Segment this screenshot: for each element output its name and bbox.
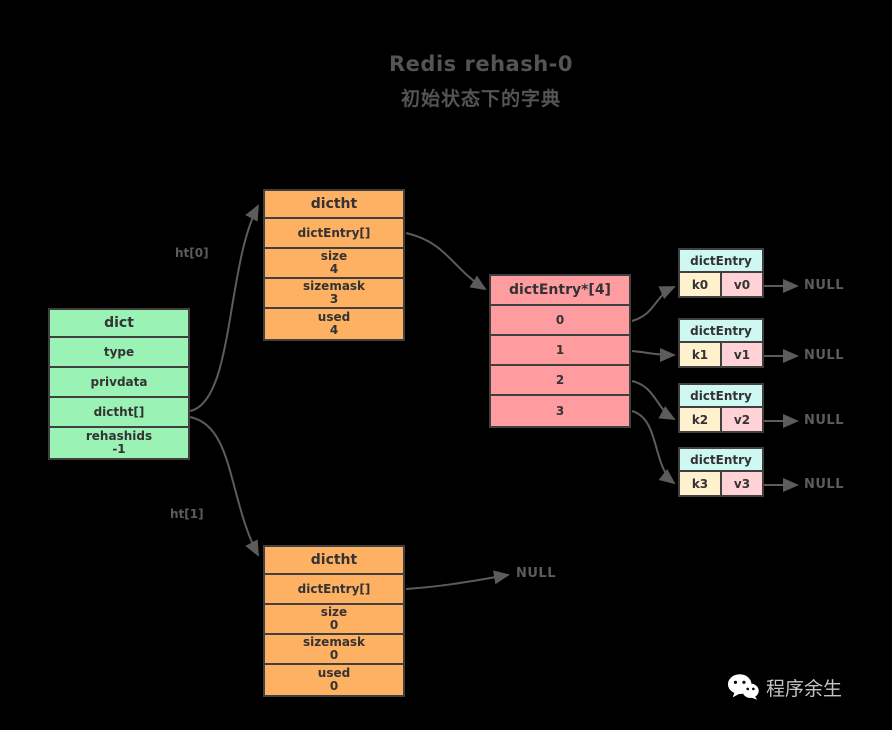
ht0-row-used: used 4 [265,309,403,339]
arrow-dictentry-array [405,232,487,291]
bottom-edge [0,730,892,732]
ht1-row-used-label: used [317,666,351,680]
dictentry-node-3-value: v3 [721,472,764,497]
array-slot-1-label: 1 [555,342,565,357]
ht0-row-used-value: 4 [329,323,339,337]
ht0-row-sizemask: sizemask 3 [265,279,403,309]
array-slot-3-label: 3 [555,403,565,418]
dictentry-array-title: dictEntry*[4] [509,282,611,298]
dictentry-array-node: dictEntry*[4] 0 1 2 3 [489,274,631,428]
arrow-ht1 [189,416,259,557]
dict-row-type: type [50,338,188,368]
array-slot-2-label: 2 [555,372,565,387]
dictentry-node-0-kv: k0 v0 [678,273,764,298]
array-slot-0: 0 [491,306,629,336]
ht0-edge-label: ht[0] [175,246,209,260]
ht1-row-size: size 0 [265,605,403,635]
array-slot-2: 2 [491,366,629,396]
dictentry-node-2-key: k2 [678,408,721,433]
dictentry-node-2: dictEntry k2 v2 [678,383,764,433]
dictentry-node-3-header: dictEntry [678,447,764,472]
null-label-2: NULL [804,413,845,428]
ht0-row-size-value: 4 [329,262,339,276]
dict-row-rehashids: rehashids -1 [50,428,188,458]
dict-row-type-label: type [103,344,135,359]
title-line-2: 初始状态下的字典 [400,88,561,110]
ht0-row-dictentry-label: dictEntry[] [297,225,371,240]
array-slot-3: 3 [491,396,629,426]
dictentry-node-0: dictEntry k0 v0 [678,248,764,298]
arrow-ht1-null [405,570,510,590]
array-slot-0-label: 0 [555,312,565,327]
ht1-row-dictentry-label: dictEntry[] [297,581,371,596]
dictentry-node-3-key: k3 [678,472,721,497]
dict-row-dictht-label: dictht[] [93,404,145,419]
ht0-row-size: size 4 [265,249,403,279]
dictentry-node-2-header: dictEntry [678,383,764,408]
arrow-slot2 [631,380,676,420]
dictentry-node-0-header: dictEntry [678,248,764,273]
null-label-1: NULL [804,348,845,363]
ht1-row-used-value: 0 [329,679,339,693]
arrow-slot1 [631,347,676,362]
dictentry-node-1: dictEntry k1 v1 [678,318,764,368]
dictentry-node-0-key: k0 [678,273,721,298]
dictentry-node-3: dictEntry k3 v3 [678,447,764,497]
dictentry-node-0-value: v0 [721,273,764,298]
ht1-row-size-value: 0 [329,618,339,632]
dictentry-node-1-value: v1 [721,343,764,368]
dict-node: dict type privdata dictht[] rehashids -1 [48,308,190,460]
ht0-row-sizemask-value: 3 [329,292,339,306]
diagram-title: Redis rehash-0 初始状态下的字典 [0,52,892,111]
dictentry-node-2-kv: k2 v2 [678,408,764,433]
dict-row-privdata-label: privdata [90,374,148,389]
dictentry-node-1-key: k1 [678,343,721,368]
wechat-icon [727,674,759,700]
ht1-row-sizemask-value: 0 [329,648,339,662]
ht0-row-size-label: size [320,249,348,263]
null-label-3: NULL [804,477,845,492]
dict-row-privdata: privdata [50,368,188,398]
ht1-row-used: used 0 [265,665,403,695]
ht1-row-dictentry: dictEntry[] [265,575,403,605]
dict-row-rehashids-value: -1 [112,442,126,456]
dictentry-array-header: dictEntry*[4] [491,276,629,306]
dict-node-header: dict [50,310,188,338]
arrow-slot0 [631,286,676,322]
dict-row-rehashids-label: rehashids [85,429,153,443]
arrow-slot3 [631,410,676,485]
ht1-edge-label: ht[1] [170,507,204,521]
dictentry-node-3-kv: k3 v3 [678,472,764,497]
ht0-dictht-node: dictht dictEntry[] size 4 sizemask 3 use… [263,189,405,341]
ht1-node-title: dictht [310,552,358,568]
ht1-null-label: NULL [516,566,557,581]
null-label-0: NULL [804,278,845,293]
ht0-row-dictentry: dictEntry[] [265,219,403,249]
arrow-ht0 [189,204,259,412]
dictentry-node-2-value: v2 [721,408,764,433]
ht0-row-sizemask-label: sizemask [302,279,366,293]
ht1-dictht-node: dictht dictEntry[] size 0 sizemask 0 use… [263,545,405,697]
ht1-node-header: dictht [265,547,403,575]
dictentry-node-1-kv: k1 v1 [678,343,764,368]
ht0-node-header: dictht [265,191,403,219]
ht1-row-sizemask: sizemask 0 [265,635,403,665]
dict-row-dictht: dictht[] [50,398,188,428]
title-line-1: Redis rehash-0 [389,52,573,76]
dictentry-node-1-header: dictEntry [678,318,764,343]
ht1-row-sizemask-label: sizemask [302,635,366,649]
ht0-row-used-label: used [317,310,351,324]
array-slot-1: 1 [491,336,629,366]
watermark-text: 程序余生 [766,677,843,700]
watermark: 程序余生 [727,672,842,702]
ht0-node-title: dictht [310,196,358,212]
dict-node-title: dict [104,315,134,331]
ht1-row-size-label: size [320,605,348,619]
